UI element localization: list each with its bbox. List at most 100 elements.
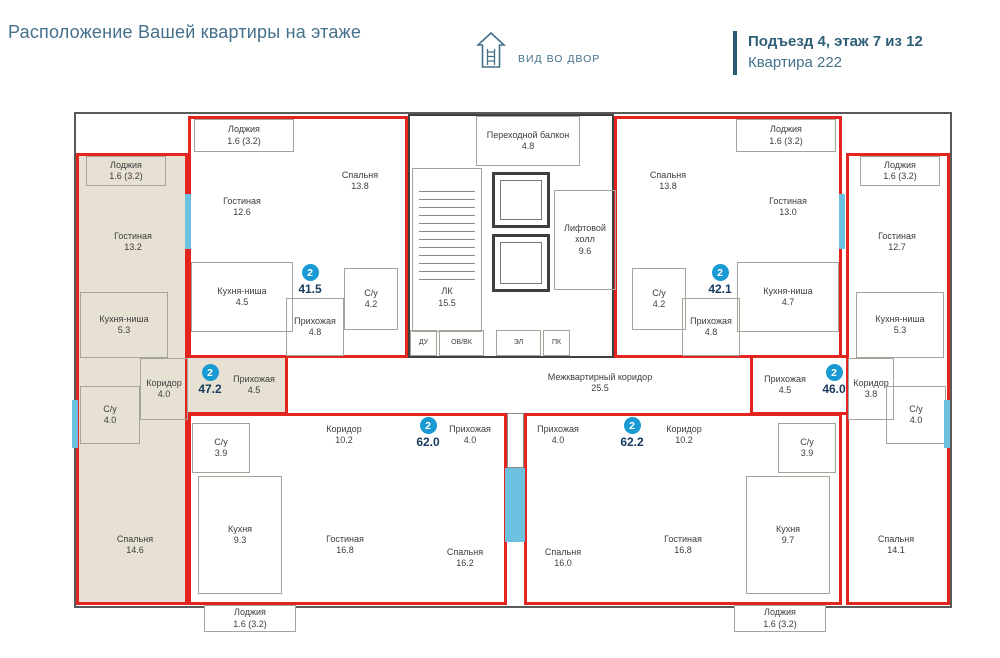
room-name: Кухня: [227, 523, 253, 534]
header-accent-bar: [733, 31, 737, 75]
room-area: 13.8: [351, 181, 369, 191]
apartment-47-2-selected[interactable]: [76, 153, 188, 605]
room-name: С/у: [103, 403, 117, 414]
apartment-total-area: 62.2: [620, 435, 644, 449]
room-name: ЭЛ: [513, 338, 524, 346]
room-count-badge: 2: [419, 417, 437, 434]
window-accent: [839, 194, 845, 249]
room-name: Лоджия: [228, 124, 260, 135]
room-area: 9.3: [233, 535, 247, 545]
room-area: 4.0: [157, 389, 171, 399]
room-name: ПК: [551, 338, 562, 346]
room-name: Гостиная: [114, 230, 152, 241]
room-area: 12.6: [233, 207, 251, 217]
room-name: Лоджия: [770, 124, 802, 135]
apartment-badge-41-5[interactable]: 2 41.5: [290, 264, 330, 296]
room-hallway: Прихожая 4.5: [754, 357, 816, 413]
room-kitchen: Кухня 9.3: [198, 476, 282, 594]
view-label: ВИД ВО ДВОР: [518, 53, 601, 65]
room-tech-pk: ПК: [543, 330, 570, 356]
room-corridor: Коридор 3.8: [848, 358, 894, 420]
apartment-badge-46-0[interactable]: 2 46.0: [814, 364, 854, 396]
room-area: 16.8: [336, 545, 354, 555]
room-tech-du: ДУ: [410, 330, 437, 356]
room-area: 9.6: [578, 245, 592, 256]
room-name: Спальня: [649, 169, 687, 180]
apartment-number: Квартира 222: [748, 54, 843, 71]
room-living: Гостиная 12.7: [848, 192, 946, 292]
room-hallway: Прихожая 4.0: [528, 415, 588, 455]
room-name: Прихожая: [537, 423, 579, 434]
room-area: 3.8: [864, 389, 878, 399]
room-name: Спальня: [341, 169, 379, 180]
room-area: 4.2: [364, 299, 378, 309]
room-count-badge: 2: [711, 264, 729, 281]
room-kitchen: Кухня 9.7: [746, 476, 830, 594]
room-name: Коридор: [853, 377, 889, 388]
room-area: 4.0: [103, 415, 117, 425]
room-name: ДУ: [418, 338, 429, 346]
room-area: 1.6 (3.2): [763, 618, 797, 629]
room-living: Гостиная 13.2: [80, 192, 186, 292]
room-area: 16.8: [674, 545, 692, 555]
room-living: Гостиная 16.8: [634, 486, 732, 604]
room-name: Прихожая: [690, 315, 732, 326]
apartment-62-0[interactable]: [188, 413, 507, 605]
room-corridor: Коридор 4.0: [140, 358, 188, 420]
room-corridor: Коридор 10.2: [296, 415, 392, 455]
apartment-46-0[interactable]: [846, 153, 950, 605]
stairs-icon: [419, 191, 475, 284]
apartment-badge-62-0[interactable]: 2 62.0: [408, 417, 448, 449]
room-loggia: Лоджия 1.6 (3.2): [86, 156, 166, 186]
apartment-62-2[interactable]: [524, 413, 842, 605]
apartment-badge-47-2[interactable]: 2 47.2: [190, 364, 230, 396]
room-shared-corridor: Межквартирный коридор 25.5: [545, 360, 655, 406]
room-bedroom: Спальня 16.0: [524, 512, 602, 604]
apartment-total-area: 42.1: [708, 282, 732, 296]
room-name: Лоджия: [110, 159, 142, 170]
room-name: С/у: [652, 287, 666, 298]
room-hallway: Прихожая 4.8: [286, 298, 344, 356]
window-accent: [944, 400, 950, 448]
room-name: Переходной балкон: [486, 129, 570, 140]
room-hallway: Прихожая 4.8: [682, 298, 740, 356]
room-name: Спальня: [116, 533, 154, 544]
room-name: Кухня-ниша: [763, 285, 813, 296]
room-name: Коридор: [666, 423, 702, 434]
room-stairwell: ЛК 15.5: [412, 168, 482, 332]
room-area: 4.0: [551, 435, 565, 445]
room-area: 13.8: [659, 181, 677, 191]
room-area: 1.6 (3.2): [883, 171, 917, 181]
room-living: Гостиная 13.0: [737, 154, 839, 260]
room-name: Гостиная: [878, 230, 916, 241]
room-area: 4.7: [781, 297, 795, 307]
elevator-shaft: [492, 172, 550, 228]
room-kitchen-niche: Кухня-ниша 5.3: [80, 292, 168, 358]
room-bathroom: С/у 4.2: [344, 268, 398, 330]
room-loggia: Лоджия 1.6 (3.2): [860, 156, 940, 186]
elevator-shaft: [492, 234, 550, 292]
room-name: Кухня-ниша: [875, 313, 925, 324]
room-name: Коридор: [326, 423, 362, 434]
room-tech-ovvk: ОВ/ВК: [439, 330, 484, 356]
room-bathroom: С/у 4.0: [886, 386, 946, 444]
room-count-badge: 2: [201, 364, 219, 381]
room-area: 4.0: [909, 415, 923, 425]
apartment-header-info: Подъезд 4, этаж 7 из 12 Квартира 222: [733, 31, 923, 75]
room-bedroom: Спальня 14.1: [846, 488, 946, 602]
room-name: Прихожая: [764, 373, 806, 384]
room-area: 4.5: [247, 385, 261, 395]
room-name: С/у: [214, 436, 228, 447]
room-area: 3.9: [800, 448, 814, 458]
room-area: 1.6 (3.2): [227, 135, 261, 146]
room-name: Лоджия: [234, 607, 266, 618]
room-name: С/у: [364, 287, 378, 298]
room-hallway: Прихожая 4.5: [222, 357, 286, 413]
room-area: 4.8: [521, 141, 535, 151]
room-elevator-hall: Лифтовой холл 9.6: [554, 190, 616, 290]
apartment-badge-62-2[interactable]: 2 62.2: [612, 417, 652, 449]
room-loggia: Лоджия 1.6 (3.2): [736, 119, 836, 152]
apartment-41-5[interactable]: [188, 116, 408, 358]
elevator-shaft-inner: [500, 180, 542, 220]
apartment-badge-42-1[interactable]: 2 42.1: [700, 264, 740, 296]
